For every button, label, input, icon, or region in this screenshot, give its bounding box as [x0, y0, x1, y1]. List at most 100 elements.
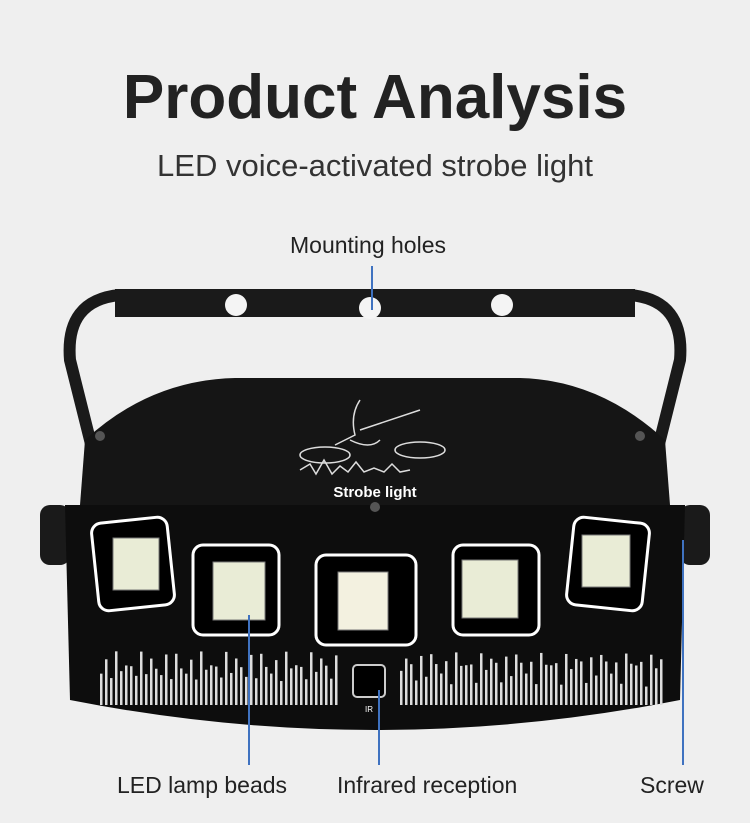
equalizer-bar	[275, 660, 278, 705]
equalizer-bar	[550, 665, 553, 705]
equalizer-bar	[200, 651, 203, 705]
equalizer-bar	[585, 682, 588, 705]
equalizer-bar	[110, 678, 113, 705]
equalizer-bar	[170, 679, 173, 705]
equalizer-bar	[150, 658, 153, 705]
dj-logo	[299, 399, 446, 476]
equalizer-bar	[445, 661, 448, 705]
equalizer-bar	[430, 654, 433, 705]
equalizer-bar	[470, 664, 473, 705]
callout-screw: Screw	[640, 772, 704, 798]
equalizer-bar	[630, 663, 633, 705]
equalizer-bar	[155, 668, 158, 705]
equalizer-bar	[635, 665, 638, 705]
screw-knob-left	[40, 505, 70, 565]
mounting-hole	[491, 294, 513, 316]
equalizer-bar	[140, 651, 143, 705]
equalizer-bar	[620, 683, 623, 705]
equalizer-bar	[235, 658, 238, 705]
equalizer-bar	[510, 676, 513, 705]
callout-led-lamp-beads: LED lamp beads	[117, 772, 288, 798]
equalizer-bar	[330, 678, 333, 705]
equalizer-bar	[105, 659, 108, 705]
equalizer-bar	[515, 654, 518, 705]
equalizer-bar	[650, 654, 653, 705]
equalizer-bar	[400, 670, 403, 705]
equalizer-bar	[230, 672, 233, 705]
equalizer-bar	[225, 651, 228, 705]
equalizer-bar	[500, 682, 503, 705]
equalizer-bar	[190, 659, 193, 705]
equalizer-bar	[590, 657, 593, 705]
equalizer-bar	[255, 678, 258, 705]
ir-print: IR	[365, 705, 373, 714]
equalizer-bar	[405, 658, 408, 705]
equalizer-pattern	[100, 651, 663, 705]
equalizer-bar	[180, 668, 183, 705]
equalizer-bar	[570, 669, 573, 705]
equalizer-bar	[310, 652, 313, 705]
equalizer-bar	[285, 651, 288, 705]
equalizer-bar	[625, 653, 628, 705]
equalizer-bar	[120, 671, 123, 705]
equalizer-bar	[615, 662, 618, 705]
equalizer-bar	[300, 666, 303, 705]
equalizer-bar	[565, 653, 568, 705]
equalizer-bar	[475, 682, 478, 705]
equalizer-bar	[525, 673, 528, 705]
equalizer-bar	[645, 686, 648, 705]
equalizer-bar	[415, 680, 418, 705]
equalizer-bar	[290, 668, 293, 705]
equalizer-bar	[245, 676, 248, 705]
equalizer-bar	[640, 661, 643, 705]
callout-mounting-holes: Mounting holes	[290, 232, 446, 258]
strobe-light-print: Strobe light	[333, 484, 416, 501]
mounting-hole	[359, 297, 381, 319]
ir-receiver	[352, 664, 386, 698]
equalizer-bar	[205, 669, 208, 705]
equalizer-bar	[320, 658, 323, 705]
equalizer-bar	[145, 674, 148, 705]
mounting-hole	[225, 294, 247, 316]
equalizer-bar	[460, 665, 463, 705]
equalizer-bar	[465, 665, 468, 705]
screw-knob-right	[680, 505, 710, 565]
equalizer-bar	[295, 665, 298, 705]
equalizer-bar	[125, 665, 128, 705]
equalizer-bar	[535, 684, 538, 705]
equalizer-bar	[215, 666, 218, 705]
equalizer-bar	[130, 666, 133, 705]
equalizer-bar	[410, 664, 413, 705]
equalizer-bar	[195, 679, 198, 705]
equalizer-bar	[210, 665, 213, 705]
equalizer-bar	[520, 662, 523, 705]
page-subtitle: LED voice-activated strobe light	[157, 148, 593, 183]
equalizer-bar	[100, 673, 103, 705]
equalizer-bar	[115, 651, 118, 705]
equalizer-bar	[505, 656, 508, 705]
equalizer-bar	[560, 684, 563, 705]
equalizer-bar	[485, 669, 488, 705]
callout-infrared-reception: Infrared reception	[337, 772, 518, 798]
equalizer-bar	[610, 673, 613, 705]
equalizer-bar	[335, 655, 338, 705]
equalizer-bar	[530, 661, 533, 705]
equalizer-bar	[440, 673, 443, 705]
equalizer-bar	[605, 661, 608, 705]
equalizer-bar	[595, 675, 598, 705]
equalizer-bar	[600, 654, 603, 705]
equalizer-bar	[270, 673, 273, 705]
equalizer-bar	[175, 653, 178, 705]
equalizer-bar	[480, 653, 483, 705]
equalizer-bar	[135, 675, 138, 705]
callout-lines	[248, 266, 684, 765]
equalizer-bar	[305, 679, 308, 705]
equalizer-bar	[555, 663, 558, 705]
equalizer-bar	[280, 681, 283, 705]
equalizer-bar	[160, 675, 163, 705]
top-panel	[80, 378, 670, 505]
equalizer-bar	[655, 668, 658, 705]
equalizer-bar	[325, 665, 328, 705]
page-title: Product Analysis	[122, 63, 628, 132]
equalizer-bar	[425, 676, 428, 705]
